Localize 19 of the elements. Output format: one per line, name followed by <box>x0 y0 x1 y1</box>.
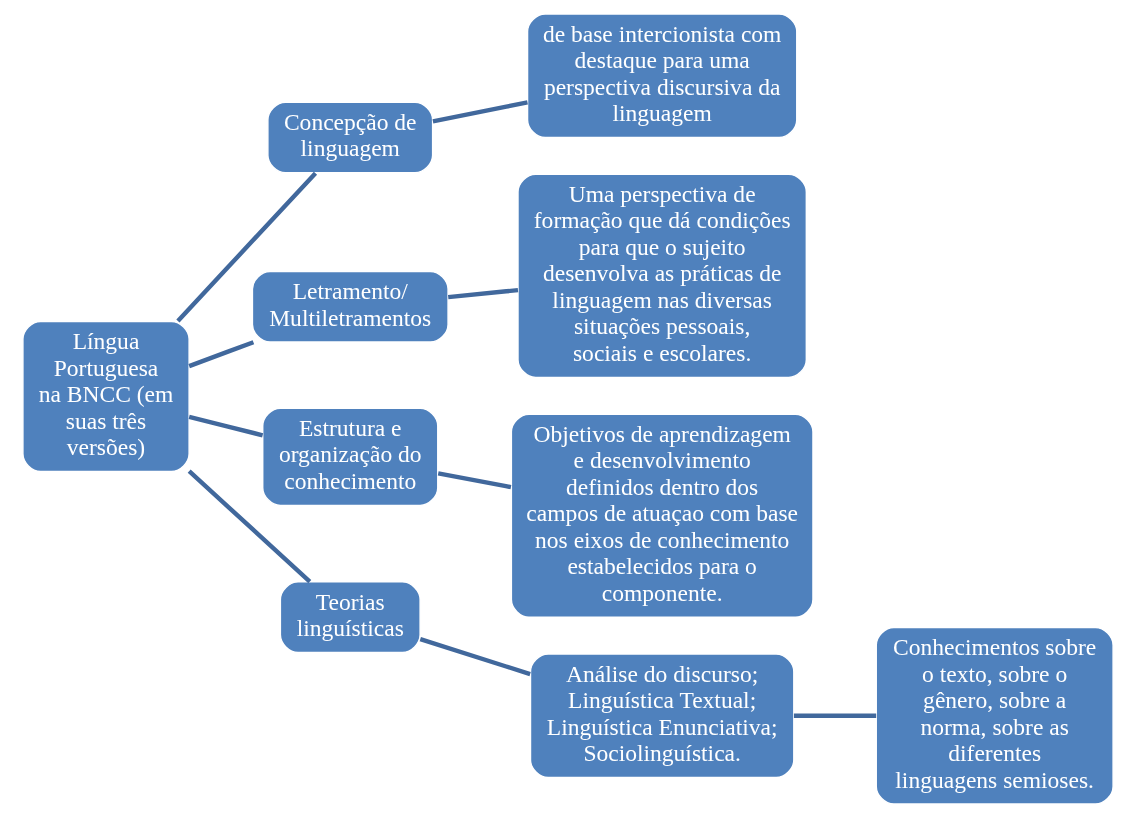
connector <box>432 100 528 124</box>
node-box: Análise do discurso; Linguística Textual; Linguística Enunciativa; Sociolinguística. <box>529 653 795 779</box>
node-box: de base intercionista com destaque para uma perspectiva discursiva da linguagem <box>526 13 798 139</box>
node-box: Estrutura e organização do conhecimento <box>261 407 439 507</box>
node-box: Conhecimentos sobre o texto, sobre o gênero, sobre a norma, sobre as diferentes linguagens semioses. <box>875 626 1114 805</box>
connector <box>188 340 255 369</box>
node-box: Letramento/ Multiletramentos <box>251 270 449 343</box>
node-box: Uma perspectiva de formação que dá condições para que o sujeito desenvolva as práticas de linguagem nas diversas situações pessoais, sociais e escolares. <box>517 173 808 379</box>
connector <box>437 471 512 490</box>
connector <box>187 469 312 584</box>
node-box: Língua Portuguesa na BNCC (em suas três versões) <box>22 320 190 473</box>
connector <box>793 713 877 718</box>
connector <box>176 171 318 323</box>
connector <box>419 636 531 677</box>
connector <box>448 287 519 300</box>
node-box: Concepção de linguagem <box>267 101 434 174</box>
node-box: Objetivos de aprendizagem e desenvolvimento definidos dentro dos campos de atuaçao com base nos eixos de conhecimento estabelecidos para o componente. <box>510 413 814 618</box>
connector <box>188 414 264 438</box>
node-box: Teorias linguísticas <box>279 581 421 654</box>
